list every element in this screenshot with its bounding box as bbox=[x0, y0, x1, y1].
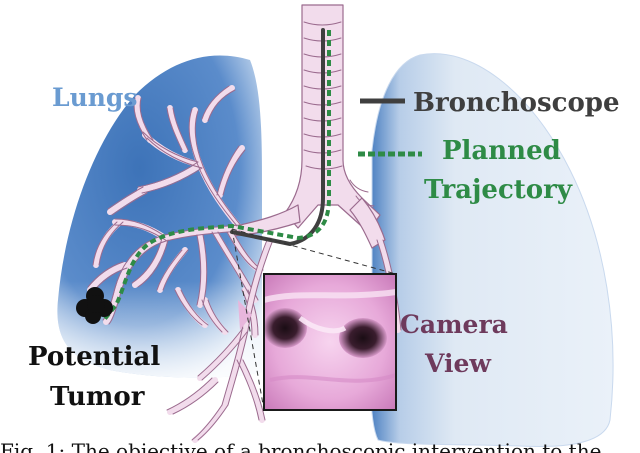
lungs-label: Lungs bbox=[52, 83, 138, 112]
tumor-label: Tumor bbox=[50, 382, 145, 412]
right-main-bronchus bbox=[349, 197, 386, 249]
right-lung bbox=[369, 53, 614, 447]
right-bronchus-opening bbox=[339, 318, 387, 358]
planned-label: Planned bbox=[442, 136, 561, 166]
left-bronchus-opening bbox=[263, 308, 307, 348]
left-lung-fade bbox=[57, 55, 262, 378]
camera-projection-left bbox=[231, 228, 265, 411]
camera-label: Camera bbox=[400, 310, 508, 339]
tumor-blob-icon bbox=[76, 287, 113, 324]
camera-projection-right bbox=[231, 228, 397, 275]
trajectory-label: Trajectory bbox=[424, 175, 573, 205]
figure-caption: Fig. 1: The objective of a bronchoscopic… bbox=[0, 439, 602, 453]
bronchoscope-label: Bronchoscope bbox=[413, 88, 620, 118]
airway-highlight bbox=[238, 300, 252, 330]
bronchoscope-path bbox=[230, 28, 325, 246]
potential-label: Potential bbox=[28, 342, 160, 372]
view-label: View bbox=[424, 349, 492, 378]
camera-view-image bbox=[263, 273, 397, 411]
trachea bbox=[284, 4, 381, 233]
